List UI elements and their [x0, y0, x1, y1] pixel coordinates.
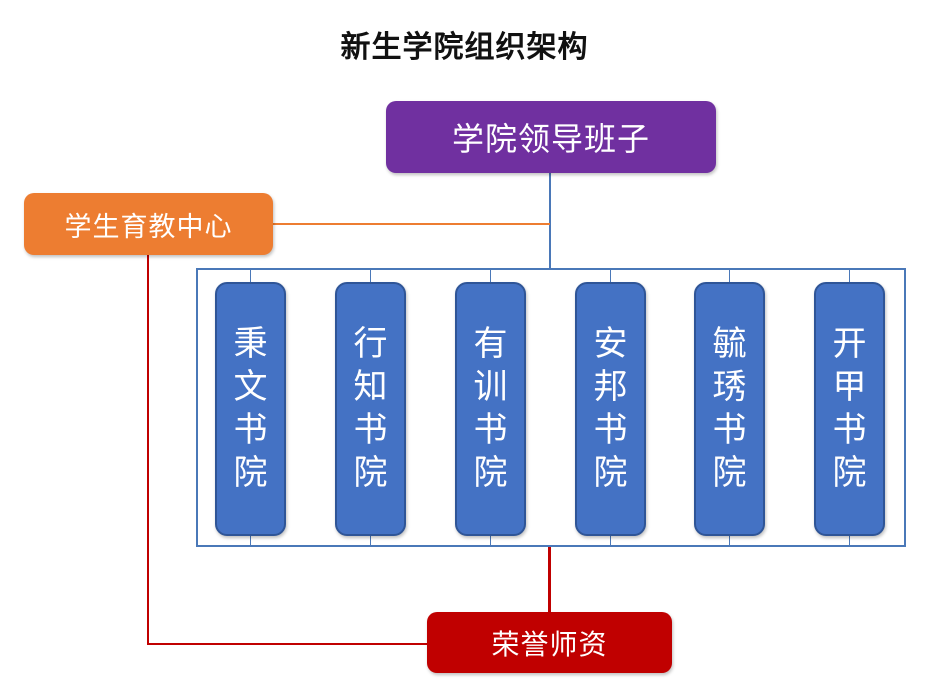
college-label: 行知书院	[353, 324, 388, 493]
college-label: 毓琇书院	[712, 324, 747, 493]
college-stub-bottom	[849, 536, 850, 546]
college-box: 毓琇书院	[694, 282, 765, 536]
college-stub-top	[729, 268, 730, 282]
college-box: 有训书院	[455, 282, 526, 536]
college-box: 安邦书院	[575, 282, 646, 536]
college-stub-bottom	[250, 536, 251, 546]
college-stub-bottom	[370, 536, 371, 546]
college-stub-top	[370, 268, 371, 282]
edu-center-box: 学生育教中心	[24, 193, 273, 255]
college-box: 开甲书院	[814, 282, 885, 536]
college-label: 安邦书院	[593, 324, 628, 493]
college-stub-top	[250, 268, 251, 282]
college-label: 秉文书院	[233, 324, 268, 493]
connector-edu-center-horizontal	[273, 223, 550, 225]
college-stub-bottom	[729, 536, 730, 546]
colleges-frame	[196, 268, 906, 547]
leadership-box: 学院领导班子	[386, 101, 716, 173]
college-stub-top	[610, 268, 611, 282]
connector-leadership-to-frame	[549, 173, 551, 269]
college-label: 开甲书院	[832, 324, 867, 493]
college-box: 行知书院	[335, 282, 406, 536]
college-label: 有训书院	[473, 324, 508, 493]
connector-edu-center-to-honor	[147, 643, 428, 645]
diagram-title: 新生学院组织架构	[340, 30, 589, 65]
college-stub-top	[490, 268, 491, 282]
college-stub-bottom	[490, 536, 491, 546]
college-stub-top	[849, 268, 850, 282]
college-stub-bottom	[610, 536, 611, 546]
connector-frame-to-honor	[548, 547, 551, 612]
connector-edu-center-vertical	[147, 255, 149, 645]
college-box: 秉文书院	[215, 282, 286, 536]
honor-faculty-box: 荣誉师资	[427, 612, 672, 673]
